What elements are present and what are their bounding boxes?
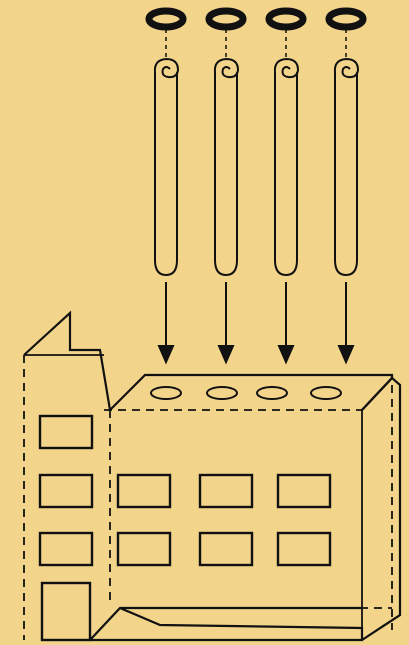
tube-to-factory-diagram (0, 0, 409, 645)
diagram-background (0, 0, 409, 645)
